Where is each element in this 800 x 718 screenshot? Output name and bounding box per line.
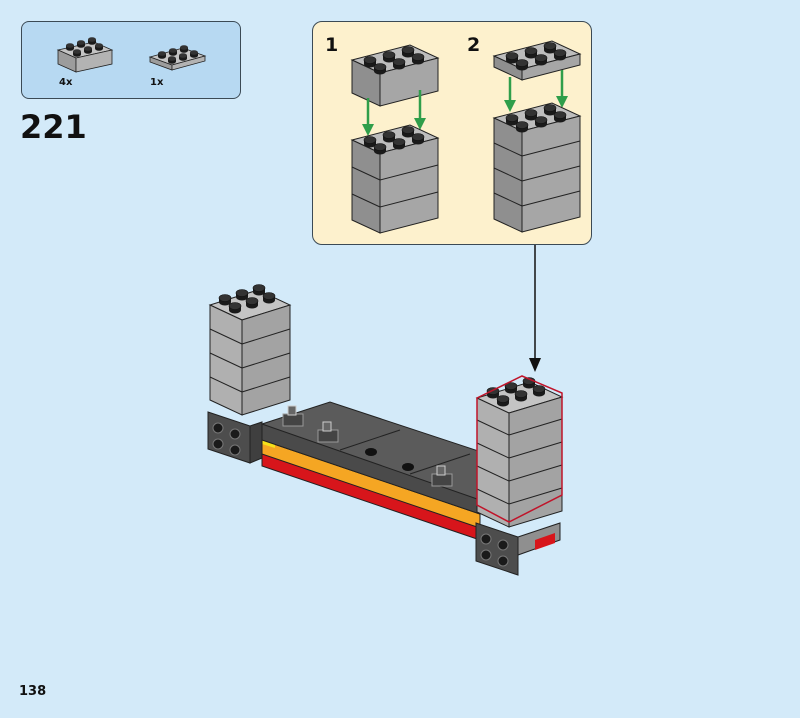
- part-quantity-brick: 4x: [59, 77, 73, 88]
- part-brick-2x3-image: [56, 37, 114, 73]
- page-number: 138: [19, 684, 47, 699]
- part-plate-2x3-image: [148, 45, 207, 71]
- step-number: 221: [20, 108, 87, 146]
- main-model-illustration: [207, 284, 564, 576]
- sub-step-1-illustration: [350, 44, 440, 234]
- sub-step-number-1: 1: [325, 34, 339, 56]
- callout-arrow: [529, 245, 541, 372]
- sub-step-number-2: 2: [467, 34, 481, 56]
- sub-step-2-illustration: [492, 40, 582, 233]
- part-quantity-plate: 1x: [150, 77, 164, 88]
- highlight-outline: [476, 375, 563, 523]
